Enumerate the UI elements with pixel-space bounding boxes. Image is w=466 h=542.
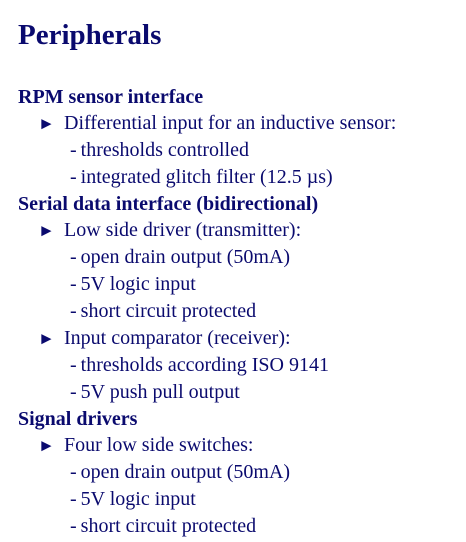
sub-item: -short circuit protected bbox=[18, 298, 458, 325]
sub-item-text: integrated glitch filter (12.5 µs) bbox=[80, 166, 333, 188]
sub-item-text: 5V push pull output bbox=[80, 381, 240, 403]
page-title: Peripherals bbox=[18, 19, 162, 51]
sub-item: -thresholds according ISO 9141 bbox=[18, 352, 458, 379]
dash-marker: - bbox=[70, 300, 77, 322]
sub-item-text: short circuit protected bbox=[80, 300, 257, 322]
bullet-text: Differential input for an inductive sens… bbox=[64, 112, 397, 134]
sub-item: -short circuit protected bbox=[18, 513, 458, 540]
bullet-text: Four low side switches: bbox=[64, 434, 254, 456]
dash-marker: - bbox=[70, 488, 77, 510]
bullet-item: ► Low side driver (transmitter): bbox=[18, 217, 458, 244]
sub-item-text: 5V logic input bbox=[80, 488, 196, 510]
bullet-item: ► Input comparator (receiver): bbox=[18, 325, 458, 352]
dash-marker: - bbox=[70, 273, 77, 295]
section-signal-drivers: Signal drivers ► Four low side switches:… bbox=[18, 406, 458, 540]
sub-item: -thresholds controlled bbox=[18, 137, 458, 164]
section-heading: Signal drivers bbox=[18, 408, 138, 430]
dash-marker: - bbox=[70, 139, 77, 161]
triangle-bullet-icon: ► bbox=[38, 114, 55, 133]
section-rpm-sensor-interface: RPM sensor interface ► Differential inpu… bbox=[18, 84, 458, 191]
triangle-bullet-icon: ► bbox=[38, 436, 55, 455]
bullet-item: ► Four low side switches: bbox=[18, 432, 458, 459]
document-page: Peripherals RPM sensor interface ► Diffe… bbox=[18, 18, 458, 540]
sub-item: -open drain output (50mA) bbox=[18, 459, 458, 486]
dash-marker: - bbox=[70, 246, 77, 268]
sub-item-text: short circuit protected bbox=[80, 515, 257, 537]
dash-marker: - bbox=[70, 166, 77, 188]
bullet-text: Input comparator (receiver): bbox=[64, 327, 291, 349]
sub-item: -5V push pull output bbox=[18, 379, 458, 406]
sub-item-text: thresholds according ISO 9141 bbox=[80, 354, 329, 376]
sub-item-text: open drain output (50mA) bbox=[80, 246, 291, 268]
bullet-text: Low side driver (transmitter): bbox=[64, 219, 302, 241]
sub-item: -integrated glitch filter (12.5 µs) bbox=[18, 164, 458, 191]
dash-marker: - bbox=[70, 461, 77, 483]
dash-marker: - bbox=[70, 381, 77, 403]
sub-item: -5V logic input bbox=[18, 271, 458, 298]
sub-item: -5V logic input bbox=[18, 486, 458, 513]
sub-item-text: open drain output (50mA) bbox=[80, 461, 291, 483]
dash-marker: - bbox=[70, 515, 77, 537]
triangle-bullet-icon: ► bbox=[38, 221, 55, 240]
section-heading: Serial data interface (bidirectional) bbox=[18, 193, 319, 215]
bullet-item: ► Differential input for an inductive se… bbox=[18, 110, 458, 137]
section-heading: RPM sensor interface bbox=[18, 86, 204, 108]
dash-marker: - bbox=[70, 354, 77, 376]
sub-item-text: thresholds controlled bbox=[80, 139, 249, 161]
triangle-bullet-icon: ► bbox=[38, 329, 55, 348]
sub-item: -open drain output (50mA) bbox=[18, 244, 458, 271]
sub-item-text: 5V logic input bbox=[80, 273, 196, 295]
section-serial-data-interface: Serial data interface (bidirectional) ► … bbox=[18, 191, 458, 406]
